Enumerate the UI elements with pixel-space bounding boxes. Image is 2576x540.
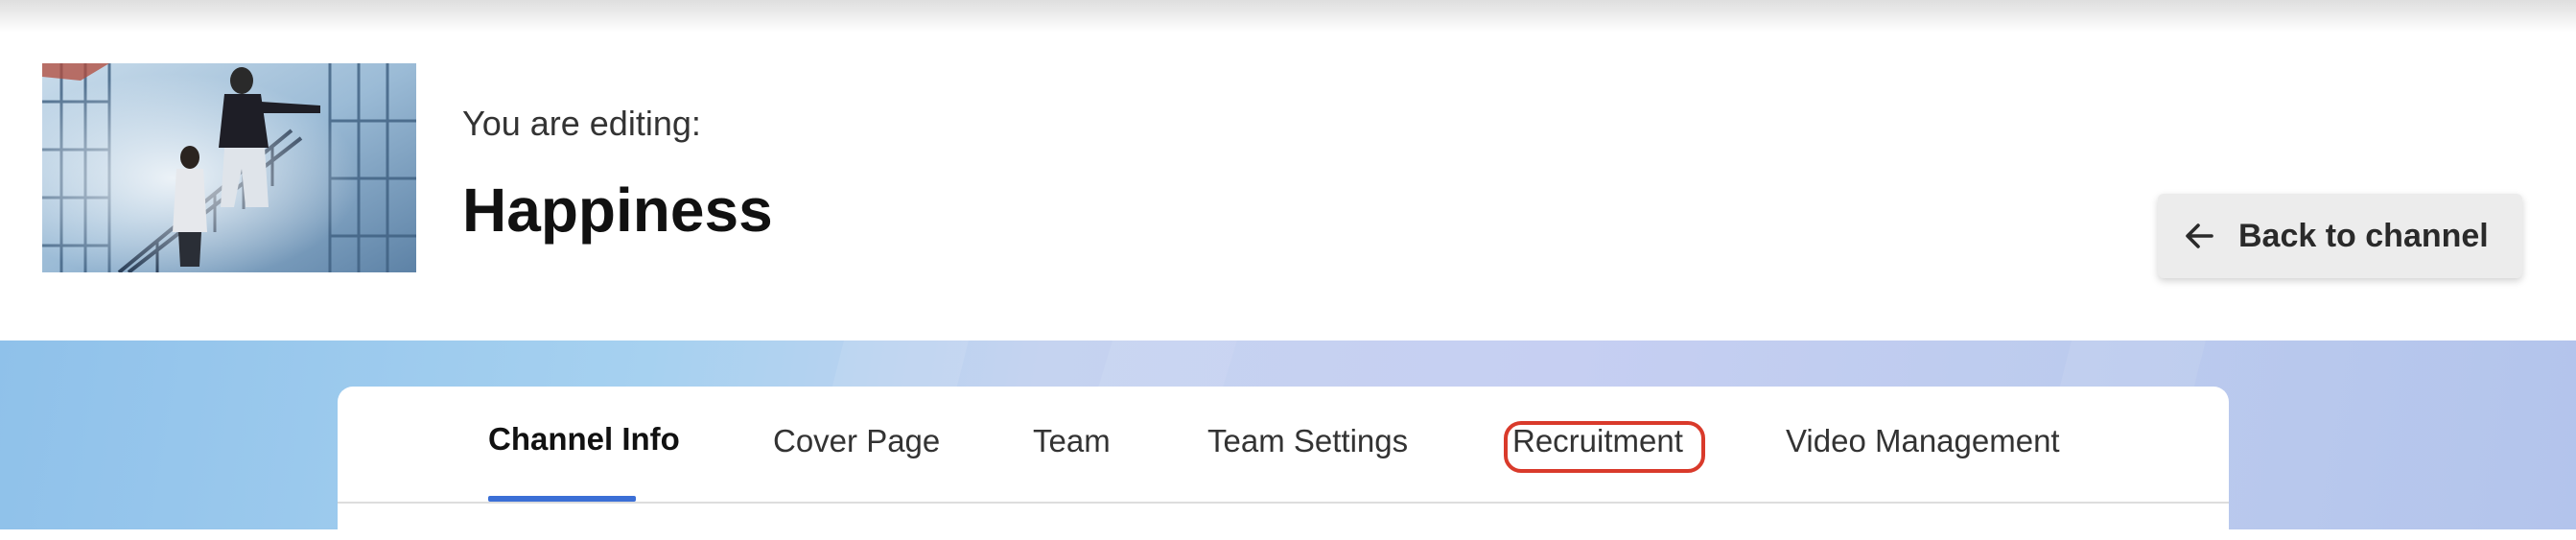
tab-recruitment[interactable]: Recruitment bbox=[1512, 423, 1683, 458]
back-to-channel-button[interactable]: Back to channel bbox=[2158, 194, 2522, 278]
channel-thumbnail bbox=[42, 63, 416, 272]
tabs-divider bbox=[338, 502, 2229, 504]
top-shadow bbox=[0, 0, 2576, 33]
thumbnail-image bbox=[42, 63, 416, 272]
tab-channel-info[interactable]: Channel Info bbox=[488, 421, 680, 457]
editor-header: You are editing: Happiness Back to chann… bbox=[0, 0, 2576, 278]
active-tab-underline bbox=[488, 496, 636, 502]
tab-cover-page[interactable]: Cover Page bbox=[773, 423, 941, 458]
channel-title: Happiness bbox=[462, 176, 773, 245]
arrow-left-icon bbox=[2186, 223, 2213, 248]
back-to-channel-label: Back to channel bbox=[2238, 217, 2489, 254]
tabs-card: Channel Info Cover Page Team Team Settin… bbox=[338, 387, 2229, 540]
tab-video-management[interactable]: Video Management bbox=[1786, 423, 2060, 458]
tab-team[interactable]: Team bbox=[1033, 423, 1111, 458]
editing-label: You are editing: bbox=[462, 104, 701, 143]
tab-team-settings[interactable]: Team Settings bbox=[1207, 423, 1409, 458]
